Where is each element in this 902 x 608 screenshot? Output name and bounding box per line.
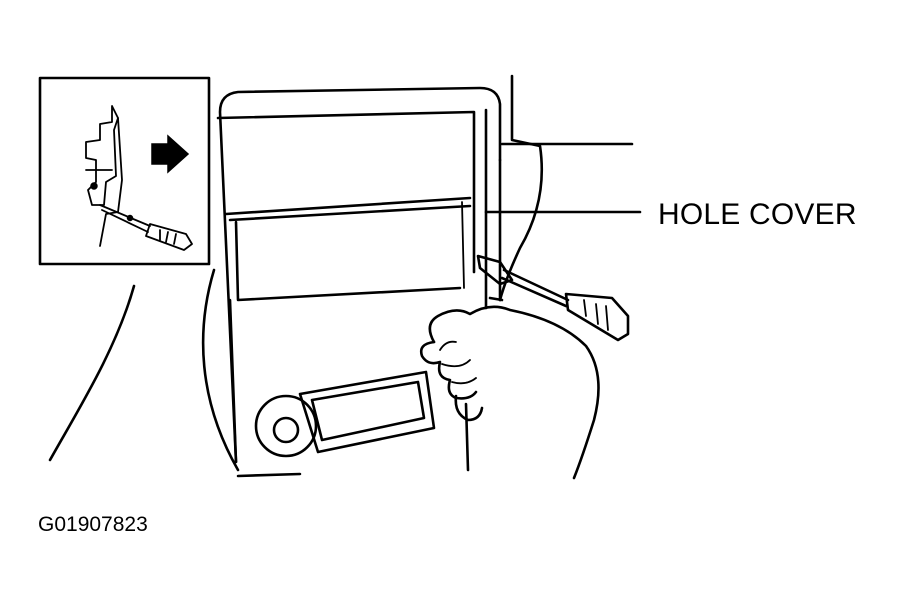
control-knob: [254, 394, 318, 458]
direction-arrow-icon: [151, 134, 190, 174]
console-outer-trim: [218, 86, 502, 464]
hand: [419, 305, 600, 480]
figure-code: G01907823: [38, 513, 148, 536]
left-panel-contours: [48, 268, 240, 472]
center-console: [216, 86, 502, 478]
console-opening: [216, 110, 476, 274]
lower-unit: [234, 220, 462, 302]
inset-detail: [38, 76, 211, 266]
hole-cover-label: HOLE COVER: [658, 198, 857, 231]
upper-unit: [224, 196, 472, 216]
inset-frame: [38, 76, 211, 266]
inset-screwdriver: [99, 204, 193, 251]
main-screwdriver: [476, 254, 630, 342]
console-slot: [310, 380, 426, 442]
inset-panel-profile: [85, 105, 119, 206]
